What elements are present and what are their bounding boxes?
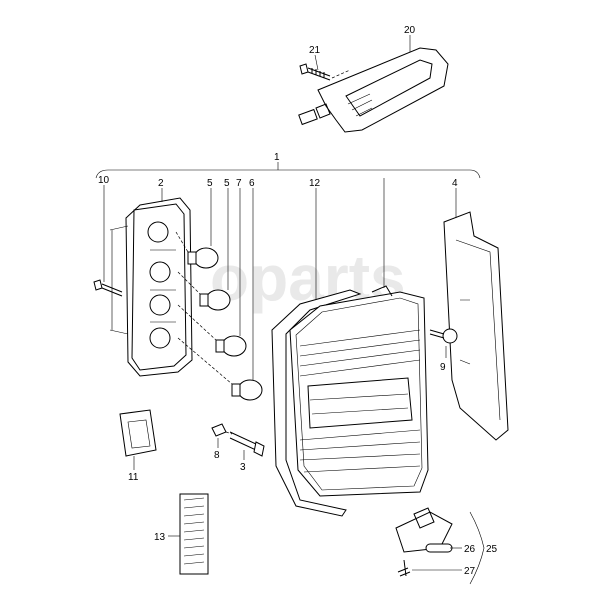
callout-21: 21 (309, 45, 321, 56)
bulb-carrier (109, 197, 193, 377)
callout-26: 26 (464, 544, 476, 555)
bulb-6 (231, 379, 263, 401)
housing-4 (443, 211, 509, 441)
callout-25: 25 (486, 544, 498, 555)
callout-12: 12 (309, 178, 321, 189)
callout-8: 8 (214, 450, 220, 461)
callout-11: 11 (128, 472, 139, 483)
callout-27: 27 (464, 566, 476, 577)
callout-13: 13 (154, 532, 166, 543)
bulb-7 (215, 335, 247, 357)
bulb-5-upper (187, 247, 219, 269)
seal-12 (271, 289, 362, 517)
screw-27 (397, 559, 411, 577)
label-13 (179, 493, 209, 575)
callout-6: 6 (249, 178, 255, 189)
callout-7: 7 (236, 178, 242, 189)
callout-1: 1 (274, 152, 280, 163)
callout-9: 9 (440, 362, 446, 373)
callout-3: 3 (240, 462, 246, 473)
grommet-11 (119, 409, 157, 457)
screw-21 (299, 63, 331, 81)
licence-lamp-25 (395, 507, 453, 553)
tail-light-lens (289, 285, 429, 497)
third-brake-light (298, 47, 449, 133)
callout-2: 2 (158, 178, 164, 189)
callout-10: 10 (98, 175, 110, 186)
screw-3 (229, 431, 265, 457)
screw-10 (93, 279, 123, 297)
callout-5a: 5 (207, 178, 213, 189)
callout-4: 4 (452, 178, 458, 189)
screw-9 (429, 328, 458, 344)
clip-8 (211, 423, 227, 437)
callout-20: 20 (404, 25, 416, 36)
bulb-5-lower (199, 289, 231, 311)
bulb-26 (425, 543, 453, 553)
callout-5b: 5 (224, 178, 230, 189)
